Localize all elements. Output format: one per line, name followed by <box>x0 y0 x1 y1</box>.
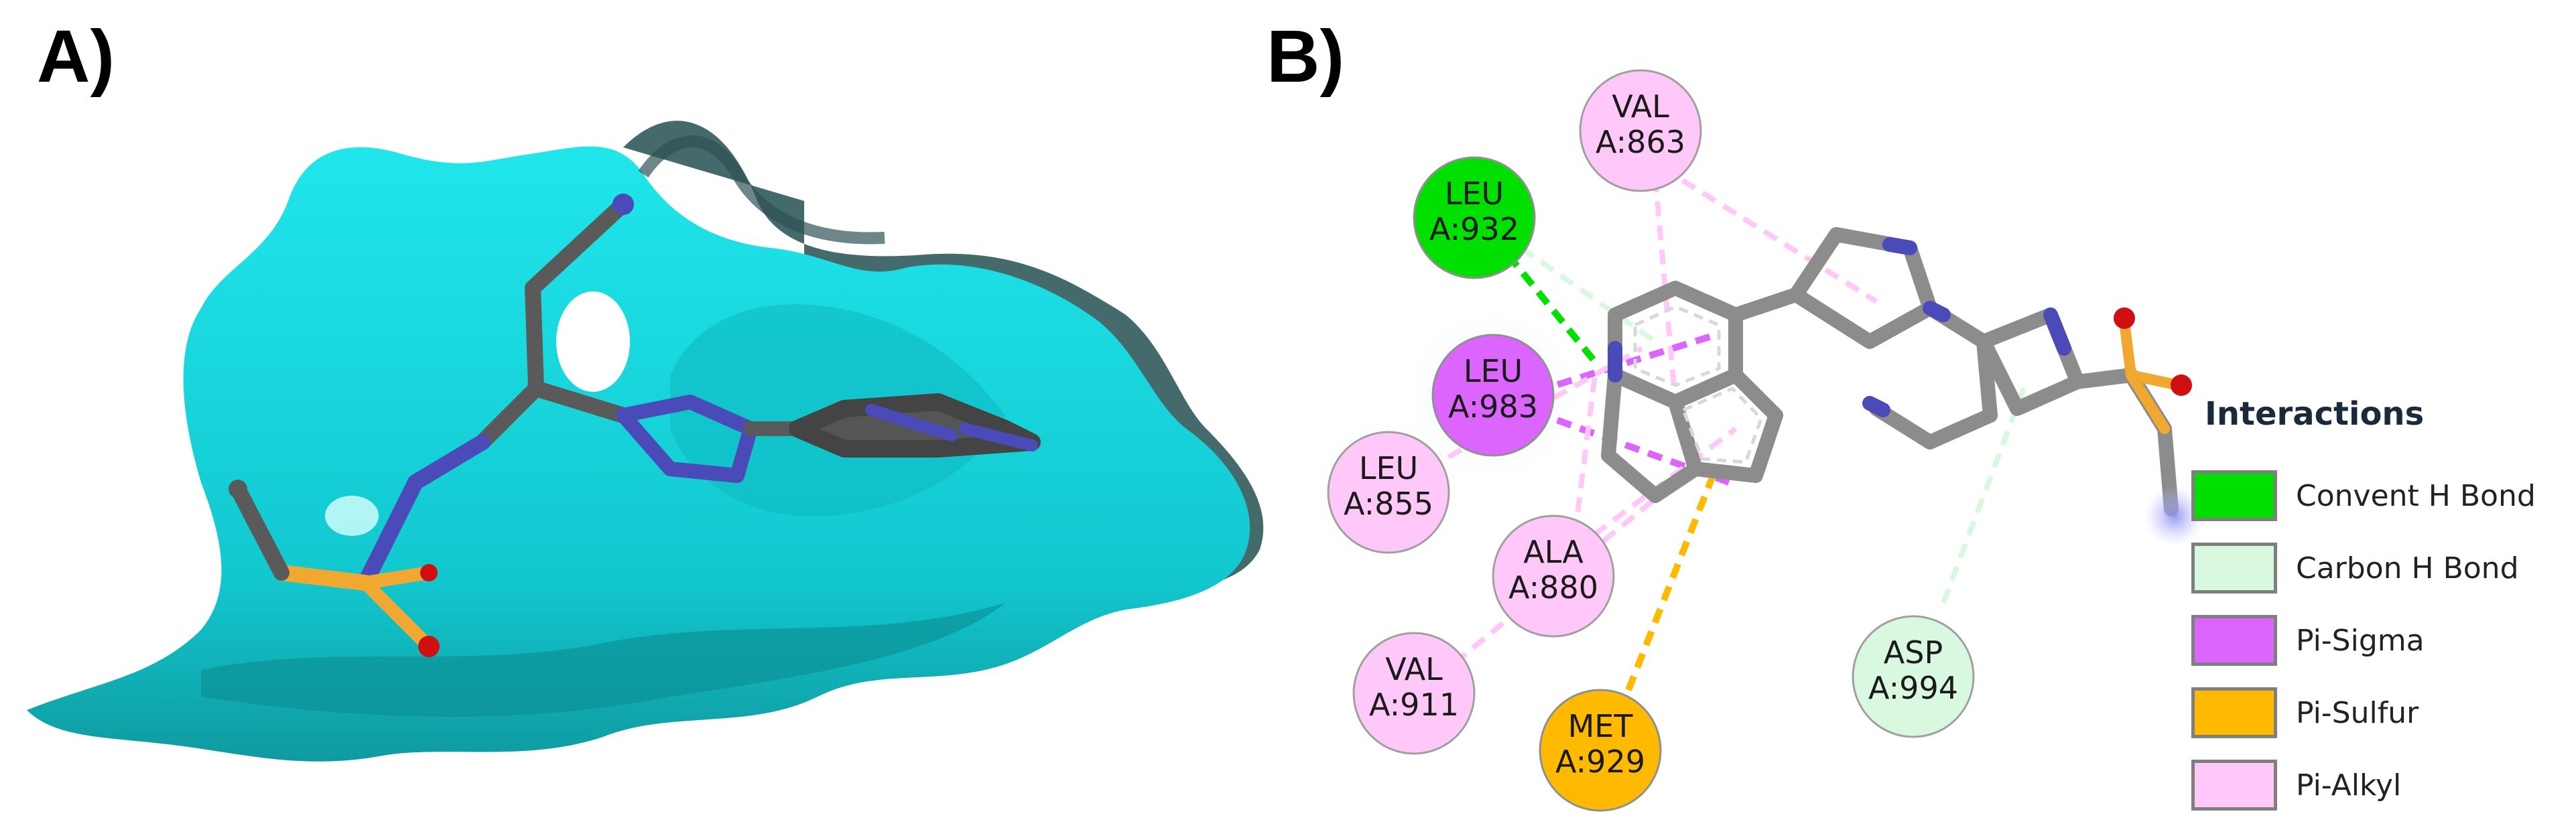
panel-a-atoms <box>229 194 634 657</box>
pi-alkyl-line <box>1572 374 1598 537</box>
residue-val911: VAL A:911 <box>1352 632 1476 755</box>
legend-item-carbon-h-bond: Carbon H Bond <box>2191 532 2567 604</box>
residue-name: MET <box>1568 708 1634 744</box>
carbon-hbond-line <box>1519 245 1657 344</box>
residue-leu932: LEU A:932 <box>1413 156 1536 279</box>
pocket-cavity <box>556 291 630 392</box>
panel-b-ligand-aromatic <box>1633 305 1763 464</box>
residue-id: A:932 <box>1429 211 1519 247</box>
residue-id: A:911 <box>1369 687 1459 723</box>
residue-ala880: ALA A:880 <box>1492 514 1615 638</box>
panel-b-ligand <box>1601 227 2179 516</box>
pocket-lower-fold <box>201 603 1005 717</box>
residue-name: LEU <box>1359 450 1418 486</box>
residue-id: A:863 <box>1596 124 1685 160</box>
residue-met929: MET A:929 <box>1539 689 1662 812</box>
legend-swatch <box>2191 615 2277 666</box>
residue-val863: VAL A:863 <box>1579 69 1702 192</box>
legend-swatch <box>2191 760 2277 811</box>
residue-name: VAL <box>1612 88 1669 125</box>
sulfonyl-group <box>2114 307 2205 546</box>
residue-id: A:880 <box>1508 569 1598 606</box>
residue-id: A:983 <box>1448 389 1538 425</box>
legend-label: Pi-Sigma <box>2296 623 2425 658</box>
residue-name: LEU <box>1464 353 1523 389</box>
legend-label: Carbon H Bond <box>2296 551 2519 585</box>
panel-b-atoms <box>1608 237 2071 417</box>
panel-b-label: B) <box>1267 15 1345 98</box>
residue-id: A:929 <box>1555 744 1645 780</box>
pocket-highlight <box>325 496 379 536</box>
legend-label: Convent H Bond <box>2296 478 2536 513</box>
pi-sulfur-line <box>1625 468 1719 691</box>
panel-a-ligand <box>230 196 1041 653</box>
residue-asp994: ASP A:994 <box>1852 615 1975 738</box>
interactions-legend: Interactions Convent H Bond Carbon H Bon… <box>2191 395 2567 821</box>
residue-bubbles: VAL A:863 LEU A:932 LEU A:983 LEU A:855 … <box>1327 69 1975 812</box>
residue-id: A:994 <box>1868 670 1958 706</box>
pi-alkyl-line <box>1653 177 1678 403</box>
legend-title: Interactions <box>2205 395 2425 433</box>
legend-item-pi-sigma: Pi-Sigma <box>2191 604 2567 677</box>
legend-item-pi-alkyl: Pi-Alkyl <box>2191 749 2567 821</box>
legend-label: Pi-Sulfur <box>2296 695 2419 730</box>
residue-name: VAL <box>1385 651 1443 687</box>
pi-alkyl-line <box>1660 165 1878 304</box>
residue-leu855: LEU A:855 <box>1327 431 1450 554</box>
pi-sigma-line <box>1533 332 1717 395</box>
panel-a-label: A) <box>37 15 115 98</box>
legend-label: Pi-Alkyl <box>2296 768 2402 803</box>
legend-item-pi-sulfur: Pi-Sulfur <box>2191 677 2567 749</box>
residue-id: A:855 <box>1344 486 1433 522</box>
legend-swatch <box>2191 543 2277 594</box>
residue-name: ASP <box>1884 634 1943 671</box>
pocket-surface <box>27 146 1250 762</box>
residue-name: LEU <box>1445 176 1504 212</box>
legend-swatch <box>2191 470 2277 521</box>
carbon-hbond-line <box>1941 387 2026 604</box>
residue-leu983: LEU A:983 <box>1431 334 1555 457</box>
legend-item-convent-h-bond: Convent H Bond <box>2191 460 2567 532</box>
legend-swatch <box>2191 687 2277 738</box>
pocket-back-lip <box>638 135 885 245</box>
residue-name: ALA <box>1523 534 1584 570</box>
